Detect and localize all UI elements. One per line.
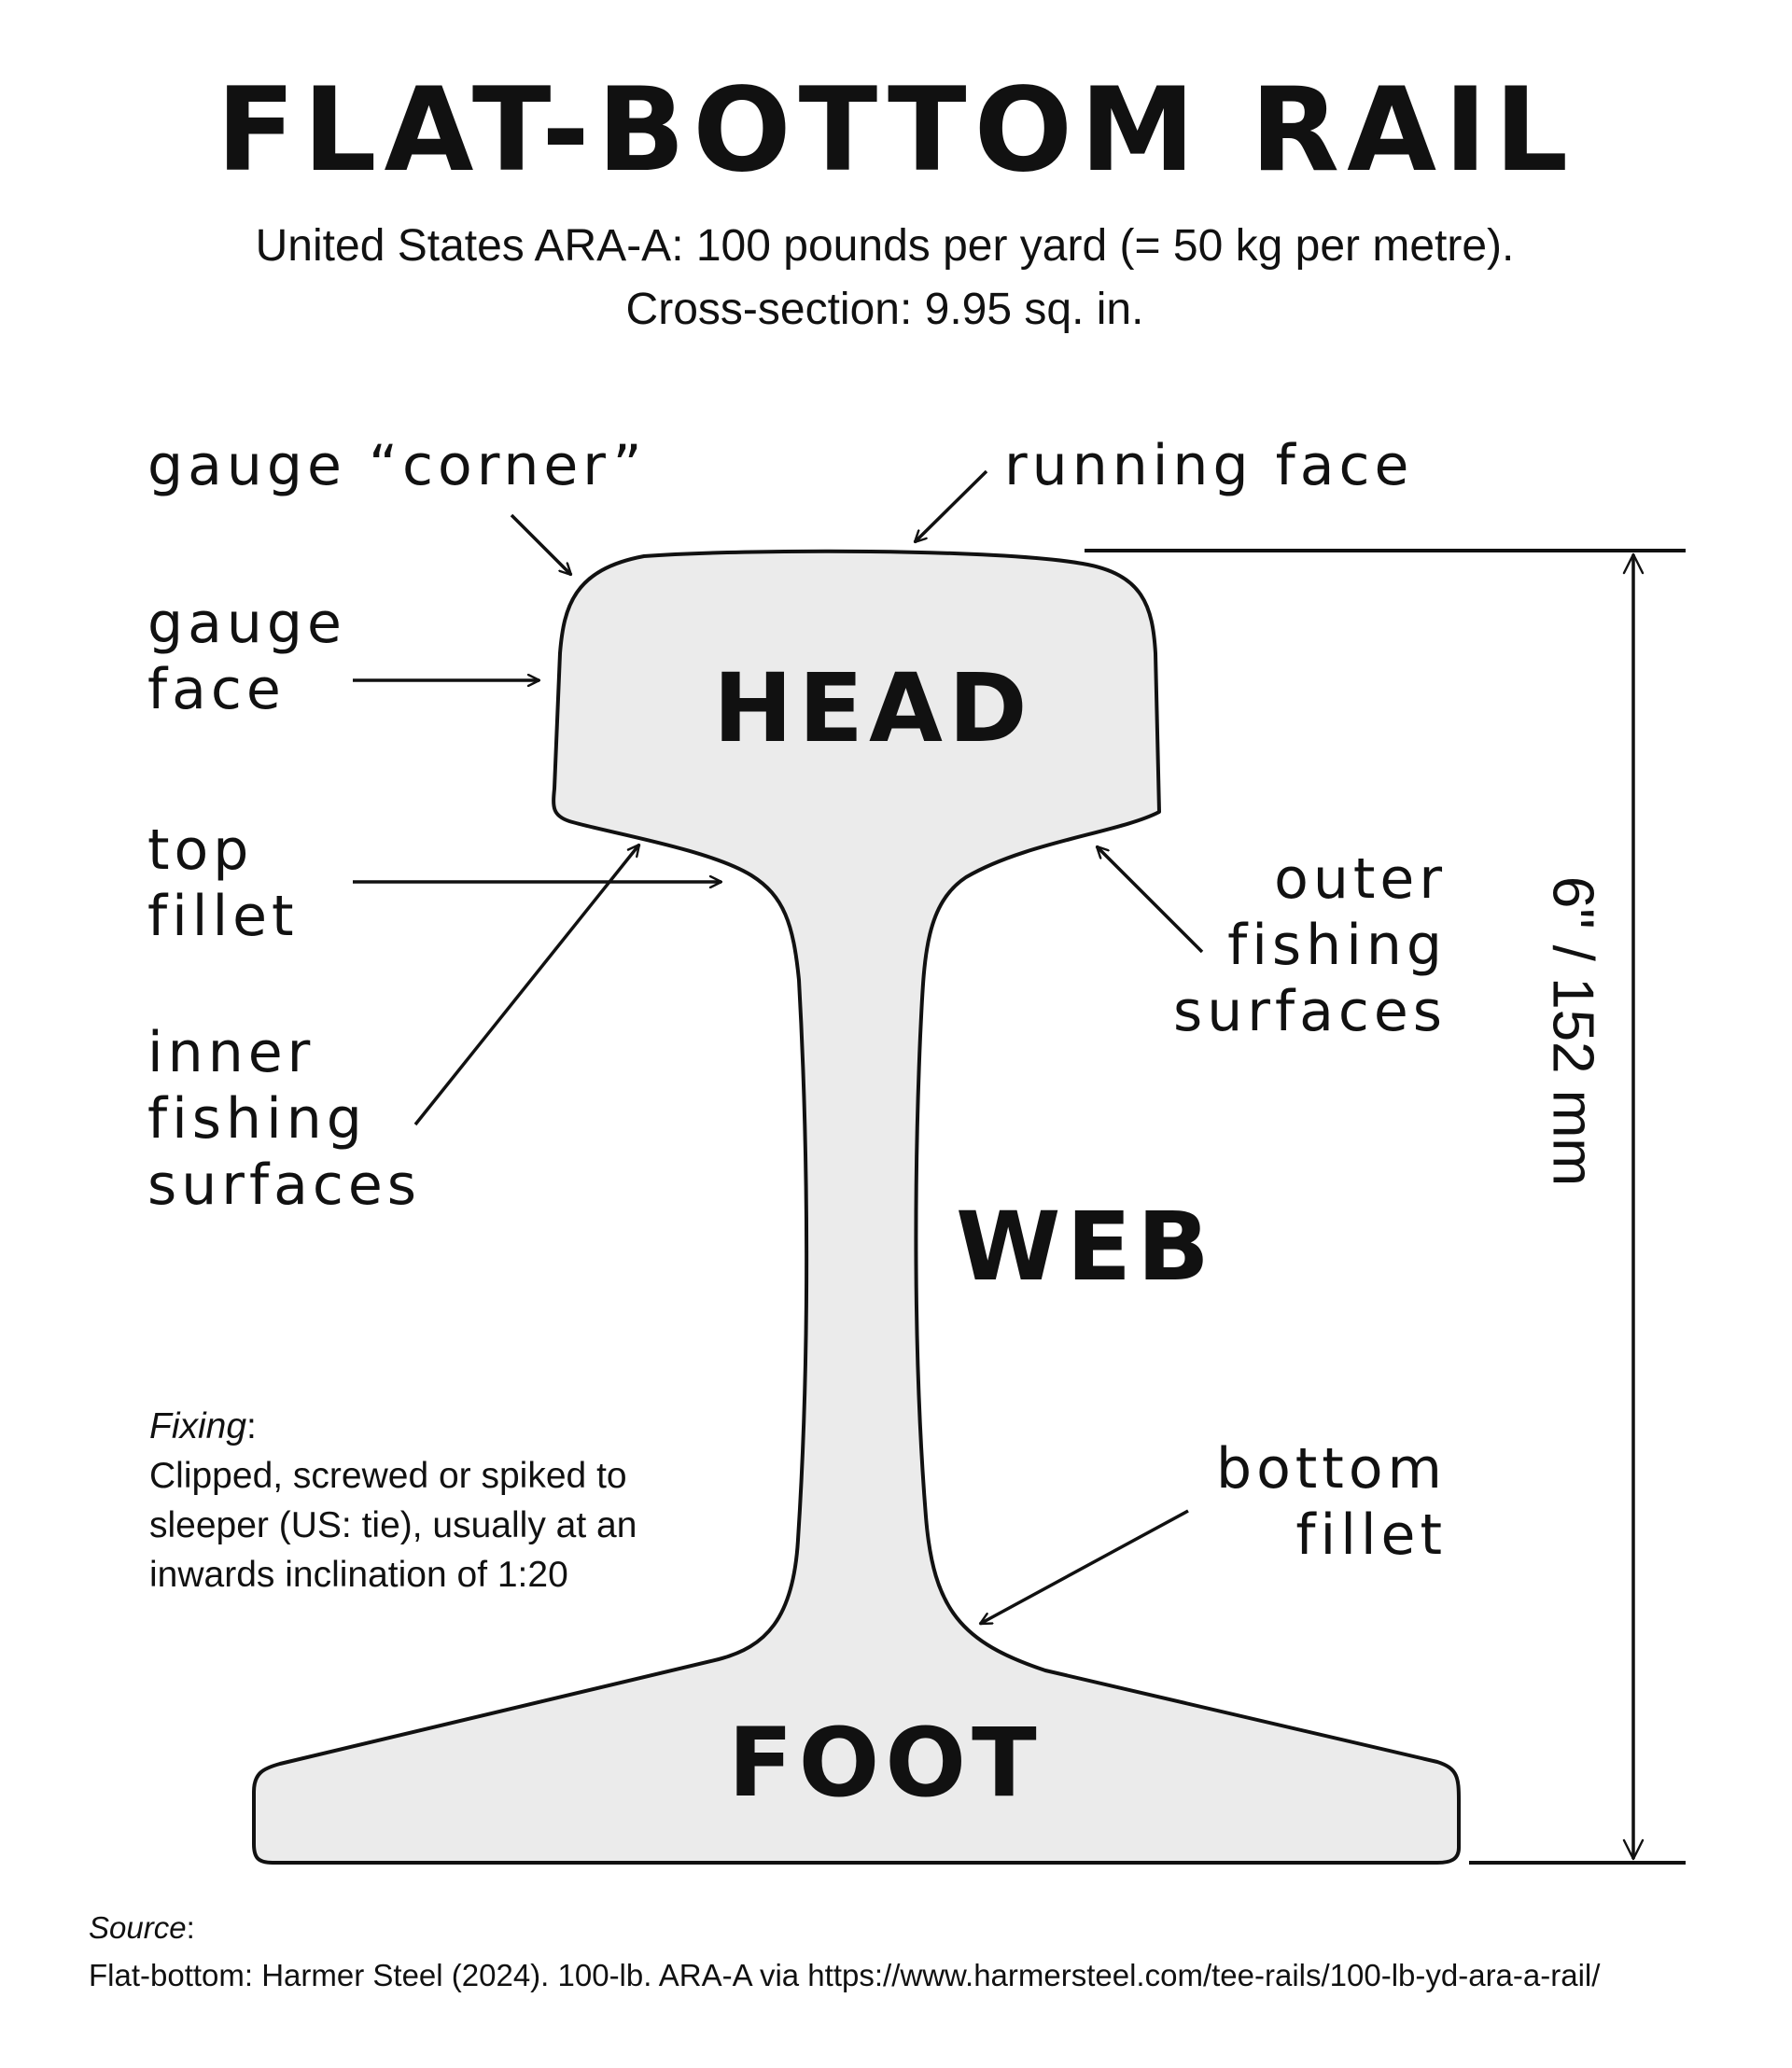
label-top-fillet: top fillet [147, 817, 299, 949]
label-gauge-corner: gauge “corner” [147, 433, 647, 498]
source-citation: Flat-bottom: Harmer Steel (2024). 100-lb… [89, 1958, 1601, 1992]
label-running-face: running face [1004, 433, 1414, 498]
part-foot: FOOT [728, 1708, 1043, 1819]
label-inner-fishing-surfaces: inner fishing surfaces [147, 1020, 422, 1218]
label-gauge-face: gauge face [147, 591, 346, 722]
part-head: HEAD [713, 653, 1033, 764]
arrow-running-face [913, 469, 988, 544]
source-heading: Source: [89, 1910, 195, 1945]
subtitle-spec: United States ARA-A: 100 pounds per yard… [255, 221, 1515, 271]
source-note: Source: Flat-bottom: Harmer Steel (2024)… [89, 1904, 1600, 1999]
arrow-outer-fishing-surfaces [1095, 845, 1204, 954]
fixing-note: Fixing: Clipped, screwed or spiked to sl… [149, 1402, 637, 1600]
arrow-bottom-fillet [980, 1509, 1189, 1626]
subtitle-cross-section: Cross-section: 9.95 sq. in. [625, 285, 1144, 334]
fixing-heading: Fixing: [149, 1406, 257, 1446]
page-title: FLAT-BOTTOM RAIL [216, 63, 1576, 198]
label-bottom-fillet: bottom fillet [1215, 1436, 1447, 1568]
arrow-inner-fishing-surfaces [413, 845, 641, 1126]
rail-cross-section [252, 549, 1461, 1865]
arrow-gauge-corner [510, 513, 573, 577]
part-web: WEB [956, 1192, 1215, 1303]
label-outer-fishing-surfaces: outer fishing surfaces [1172, 846, 1447, 1044]
